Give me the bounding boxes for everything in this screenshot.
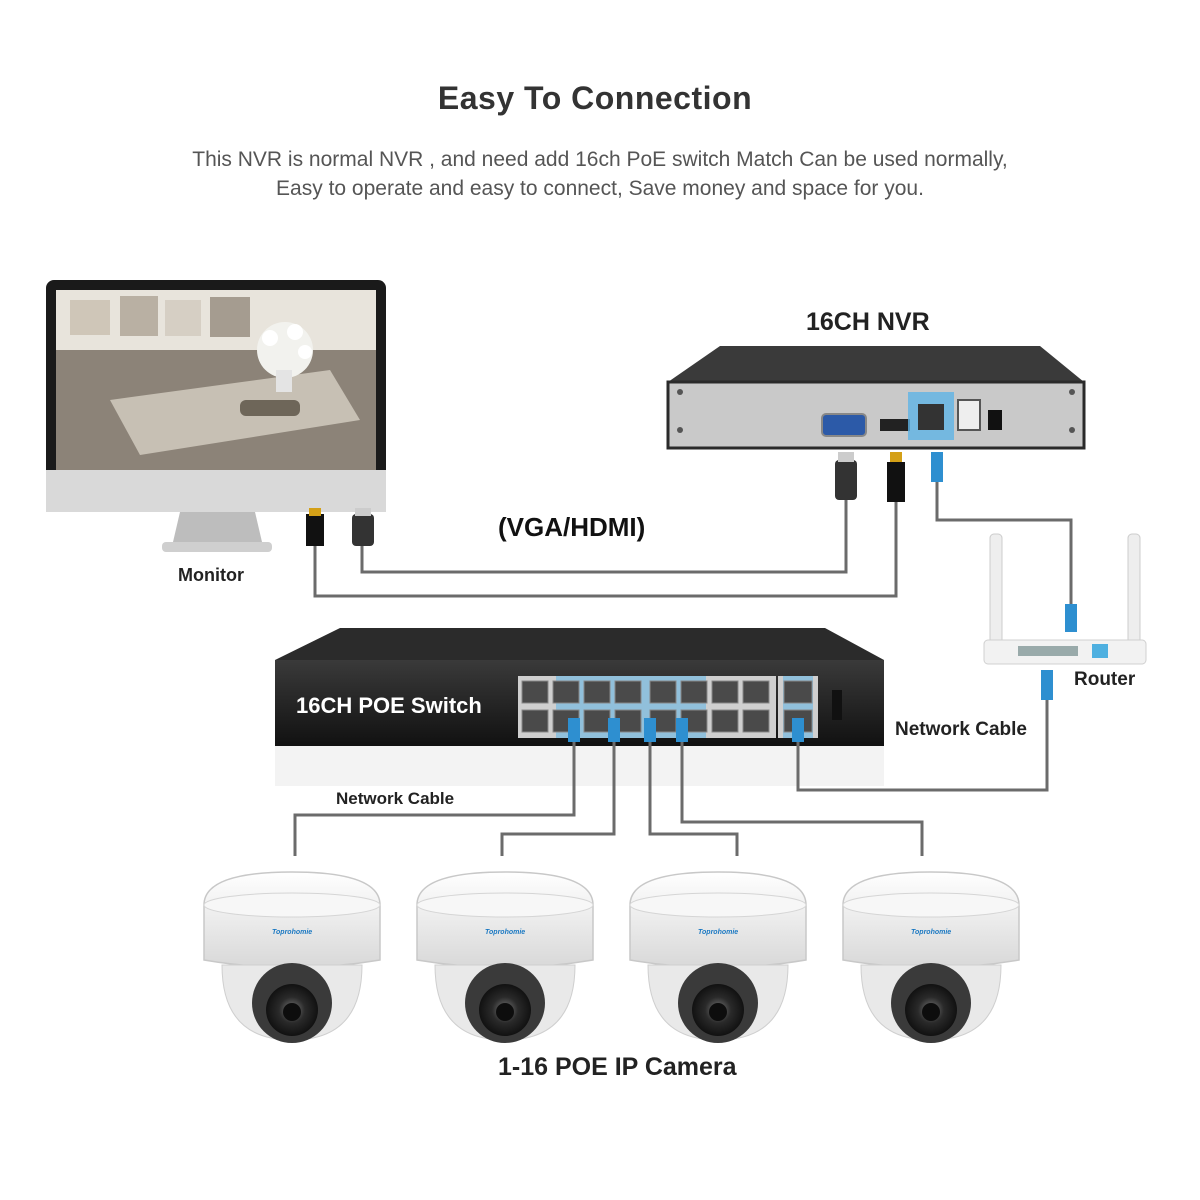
dome-camera: Toprohomie	[203, 871, 381, 1043]
switch-lan-plug-2	[608, 718, 620, 742]
camera-brand-logo: Toprohomie	[272, 929, 312, 936]
nvr-label: 16CH NVR	[806, 308, 930, 336]
subtitle-line-1: This NVR is normal NVR , and need add 16…	[192, 148, 1008, 171]
camera-group: Toprohomie Toprohomie Toprohomie Toprohomie	[203, 871, 1020, 1043]
switch-port	[711, 680, 739, 704]
switch-lan-plug-3	[644, 718, 656, 742]
dome-camera: Toprohomie	[842, 871, 1020, 1043]
monitor-stand	[173, 512, 262, 542]
switch-port-grid	[521, 680, 813, 733]
switch-camera1-cable	[293, 740, 576, 856]
hdmi-port	[880, 419, 910, 431]
switch-uplink-port	[783, 680, 813, 704]
switch-port	[583, 680, 611, 704]
monitor-chin	[46, 470, 386, 512]
switch-uplink-plug	[792, 718, 804, 742]
switch-top	[275, 628, 884, 660]
switch-camera3-cable	[648, 740, 739, 856]
monitor	[46, 280, 386, 552]
switch-port	[649, 680, 677, 704]
router-label: Router	[1074, 669, 1136, 690]
switch-port	[583, 709, 611, 733]
switch-port	[614, 680, 642, 704]
switch-port	[552, 680, 580, 704]
switch-port	[521, 709, 549, 733]
video-cable-label: (VGA/HDMI)	[498, 512, 646, 542]
network-cable-label-cameras: Network Cable	[336, 789, 455, 808]
switch-camera2-cable	[500, 740, 616, 856]
switch-port	[521, 680, 549, 704]
switch-port	[680, 680, 708, 704]
usb-ports	[957, 399, 981, 431]
nvr-hdmi-plug	[887, 462, 905, 502]
lan-port	[918, 404, 944, 430]
vga-cable	[360, 500, 848, 574]
nvr-back-panel	[666, 380, 1086, 450]
switch-label: 16CH POE Switch	[296, 693, 482, 718]
switch-camera4-cable	[680, 740, 924, 856]
router-antenna-right	[1127, 533, 1141, 645]
router-antenna-left	[989, 533, 1003, 645]
poe-switch	[275, 628, 884, 786]
router-lan-plug-bottom	[1041, 670, 1053, 700]
router-switch-cable	[796, 700, 1049, 792]
monitor-hdmi-plug	[306, 514, 324, 546]
switch-lan-plug-1	[568, 718, 580, 742]
monitor-label: Monitor	[178, 565, 244, 585]
switch-port	[711, 709, 739, 733]
dome-camera: Toprohomie	[416, 871, 594, 1043]
router	[983, 533, 1147, 665]
camera-brand-logo: Toprohomie	[485, 929, 525, 936]
nvr-vga-plug	[835, 460, 857, 500]
nvr-top	[668, 346, 1084, 382]
subtitle-line-2: Easy to operate and easy to connect, Sav…	[276, 177, 924, 200]
switch-port	[742, 709, 770, 733]
cable-connectors	[306, 452, 1077, 742]
nvr-router-cable	[935, 482, 1073, 606]
cables	[293, 482, 1073, 856]
switch-lan-plug-4	[676, 718, 688, 742]
monitor-vga-plug	[352, 514, 374, 546]
table-shape	[110, 370, 360, 455]
vga-port	[821, 413, 867, 437]
camera-brand-logo: Toprohomie	[911, 929, 951, 936]
page-title: Easy To Connection	[437, 80, 753, 116]
cameras-label: 1-16 POE IP Camera	[498, 1053, 737, 1081]
network-cable-label-router: Network Cable	[895, 719, 1027, 740]
camera-brand-logo: Toprohomie	[698, 929, 738, 936]
switch-port	[742, 680, 770, 704]
nvr	[666, 346, 1086, 450]
hdmi-cable	[313, 500, 898, 598]
nvr-lan-plug	[931, 452, 943, 482]
dome-camera: Toprohomie	[629, 871, 807, 1043]
power-port	[988, 410, 1002, 430]
router-lan-plug-top	[1065, 604, 1077, 632]
